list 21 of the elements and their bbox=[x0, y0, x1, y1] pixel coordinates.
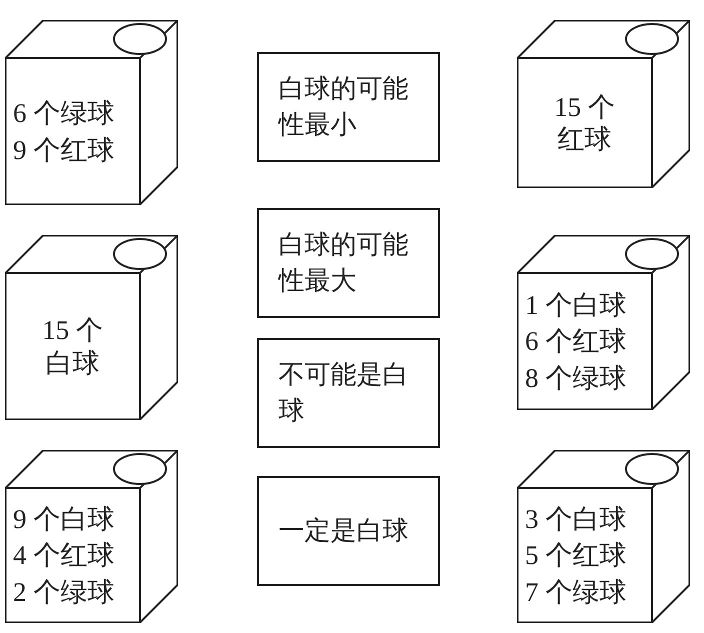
statement-box bbox=[257, 208, 440, 318]
ball-count-text: 5 个红球 bbox=[525, 539, 626, 572]
ball-count-text: 8 个绿球 bbox=[525, 362, 626, 394]
ball-count-text: 9 个白球 bbox=[13, 502, 114, 536]
ball-count-text: 7 个绿球 bbox=[525, 576, 626, 608]
ball-count-text: 15 个白球 bbox=[41, 314, 104, 379]
ball-count-text: 9 个红球 bbox=[13, 134, 114, 166]
statement-box bbox=[257, 476, 440, 586]
ball-count-text: 2 个绿球 bbox=[13, 576, 114, 608]
statement-text: 白球的可能性最小 bbox=[278, 72, 410, 141]
statement-box bbox=[257, 52, 440, 162]
ball-count-text: 15 个红球 bbox=[553, 90, 616, 156]
ball-count-text: 6 个绿球 bbox=[13, 97, 114, 130]
statement-text: 白球的可能性最大 bbox=[278, 228, 410, 297]
ball-count-text: 6 个红球 bbox=[525, 325, 626, 358]
ball-count-text: 4 个红球 bbox=[13, 539, 114, 572]
statement-box bbox=[257, 338, 440, 448]
statement-text: 一定是白球 bbox=[278, 514, 410, 547]
statement-text: 不可能是白球 bbox=[278, 358, 410, 427]
ball-count-text: 1 个白球 bbox=[525, 288, 626, 322]
ball-count-text: 3 个白球 bbox=[525, 502, 626, 536]
